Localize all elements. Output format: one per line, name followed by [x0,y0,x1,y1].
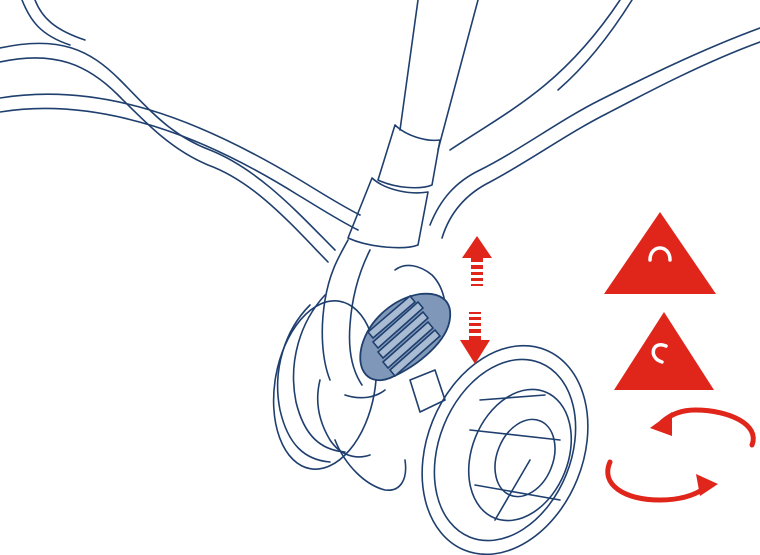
rotate-arrows-icon [605,407,756,503]
up-down-arrow-icon [460,236,492,364]
warning-triangle-closed-arc-icon [614,312,714,390]
brake-pedal [359,292,452,382]
warning-triangle-open-arc-icon [604,212,716,294]
